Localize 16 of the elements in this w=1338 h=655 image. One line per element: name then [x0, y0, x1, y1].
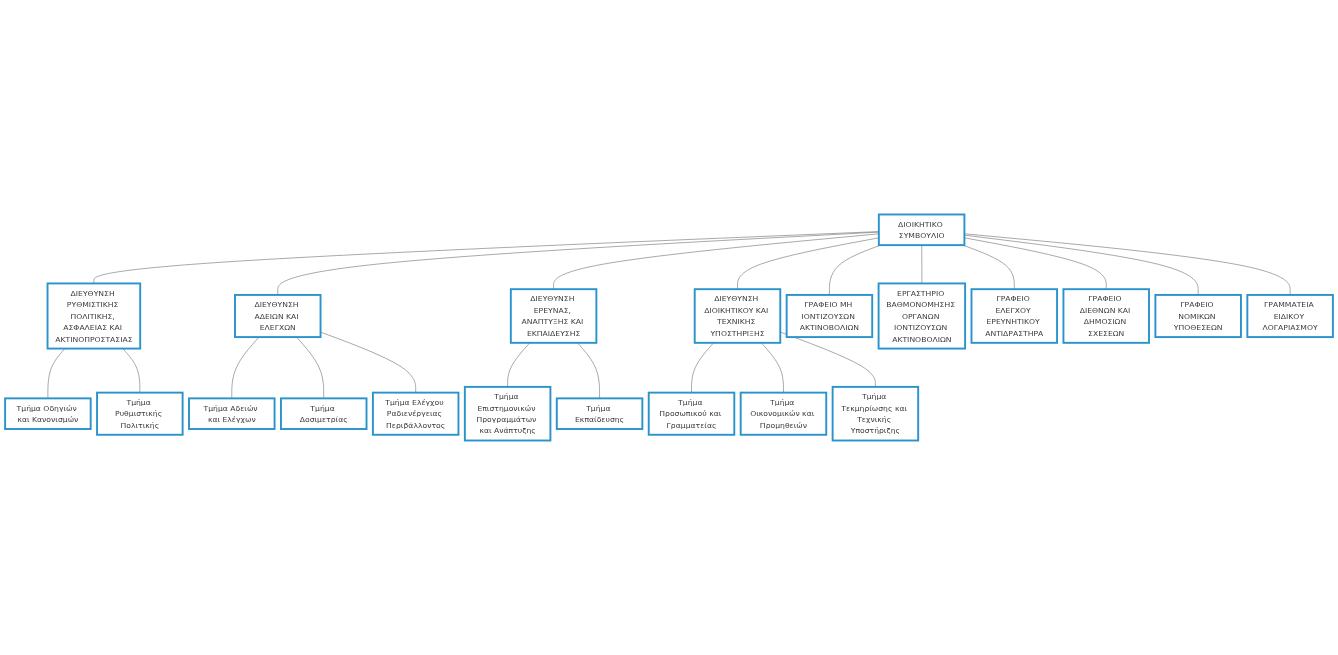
connector [122, 348, 141, 393]
connector [962, 244, 1015, 290]
connector [964, 237, 1107, 290]
connector [921, 244, 923, 284]
connector [507, 342, 531, 388]
connector [296, 336, 325, 399]
connector [761, 342, 784, 393]
connector [577, 342, 600, 399]
connector [964, 233, 1291, 296]
connector [47, 348, 66, 399]
connector [691, 342, 714, 393]
connector [964, 234, 1199, 296]
connector [277, 231, 880, 296]
connector [231, 336, 260, 399]
connector [829, 244, 881, 296]
connector [320, 331, 416, 393]
